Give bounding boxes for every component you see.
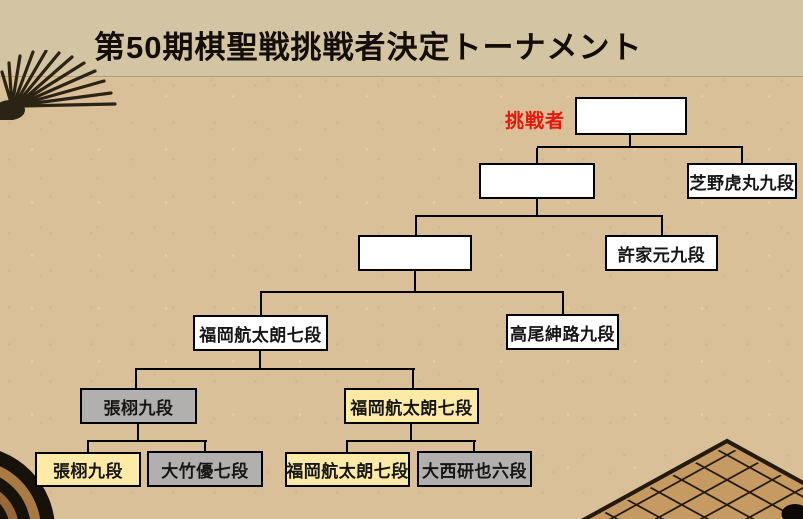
connector-line	[87, 440, 207, 442]
title-band	[0, 0, 803, 77]
connector-line	[260, 291, 564, 293]
bracket-box-final-left-slot	[479, 163, 595, 199]
connector-line	[537, 146, 743, 148]
bracket-box-fukuoka-round2: 福岡航太朗七段	[344, 388, 479, 424]
connector-line	[536, 148, 538, 163]
bracket-box-otake-round1: 大竹優七段	[147, 451, 263, 487]
connector-line	[536, 199, 538, 216]
bracket-box-semifinal-left-slot	[358, 235, 472, 271]
connector-line	[346, 442, 348, 453]
bracket-box-kyo: 許家元九段	[605, 235, 718, 271]
bracket-box-champion-slot	[575, 97, 687, 135]
connector-line	[259, 351, 261, 369]
connector-line	[741, 148, 743, 163]
bracket-box-takao: 高尾紳路九段	[506, 314, 619, 350]
connector-line	[346, 440, 476, 442]
connector-line	[562, 293, 564, 314]
connector-line	[629, 135, 631, 148]
connector-line	[260, 293, 262, 315]
page-title: 第50期棋聖戦挑戦者決定トーナメント	[94, 30, 643, 65]
connector-line	[661, 217, 663, 235]
connector-line	[87, 442, 89, 453]
go-board-icon	[535, 438, 803, 519]
bracket-box-fukuoka-round3: 福岡航太朗七段	[193, 315, 328, 351]
bracket-box-fukuoka-round1: 福岡航太朗七段	[285, 452, 410, 487]
bracket-box-cho-round2: 張栩九段	[80, 388, 197, 424]
connector-line	[204, 442, 206, 452]
connector-line	[414, 271, 416, 292]
connector-line	[135, 370, 137, 388]
connector-line	[415, 215, 663, 217]
bracket-box-cho-round1: 張栩九段	[35, 452, 141, 487]
connector-line	[415, 217, 417, 235]
connector-line	[410, 424, 412, 441]
connector-line	[412, 370, 414, 388]
challenger-label: 挑戦者	[505, 111, 566, 132]
connector-line	[135, 368, 415, 370]
connector-line	[473, 442, 475, 452]
connector-line	[137, 424, 139, 441]
bracket-box-shibano: 芝野虎丸九段	[687, 163, 797, 199]
go-stone-icon	[781, 504, 803, 519]
bracket-box-onishi-round1: 大西研也六段	[417, 451, 532, 487]
